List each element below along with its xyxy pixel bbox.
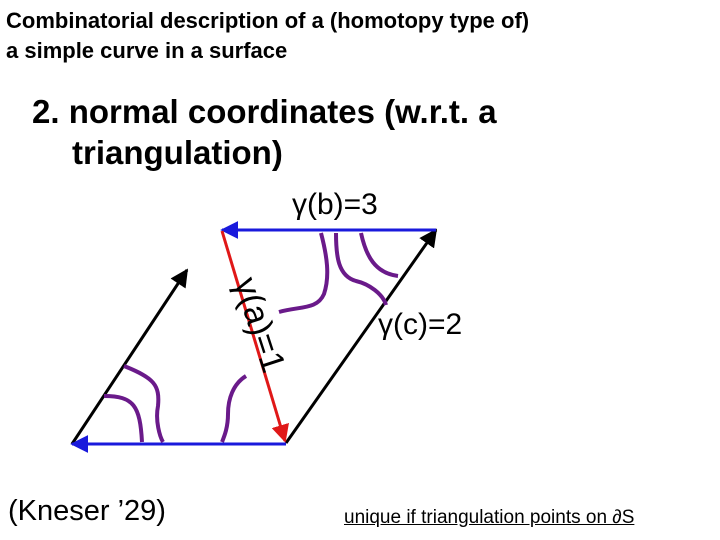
label-gamma-a: γ(a)=1 [226, 273, 292, 377]
edge-c-right [284, 228, 438, 444]
title-line-2: a simple curve in a surface [6, 38, 288, 63]
curve-arc-upper-right [359, 232, 399, 278]
edge-c-left [70, 268, 189, 445]
curve-arc-lower-inner [103, 394, 144, 443]
uniqueness-note: unique if triangulation points on ∂S [344, 507, 635, 528]
curve-arc-lower-right [220, 374, 248, 443]
title-line-1: Combinatorial description of a (homotopy… [6, 8, 530, 33]
citation-kneser: (Kneser ’29) [8, 495, 166, 527]
curve-arc-lower-outer [123, 364, 165, 444]
curve-arc-upper-outer [278, 232, 330, 314]
section-heading-line-1: 2. normal coordinates (w.r.t. a [32, 93, 497, 130]
slide-title: Combinatorial description of a (homotopy… [6, 6, 529, 66]
label-gamma-b: γ(b)=3 [292, 188, 378, 221]
curve-arc-upper-inner [334, 232, 388, 306]
label-gamma-c: γ(c)=2 [378, 308, 462, 341]
edge-a-diagonal [220, 230, 289, 443]
section-heading-line-2: triangulation) [72, 134, 283, 171]
